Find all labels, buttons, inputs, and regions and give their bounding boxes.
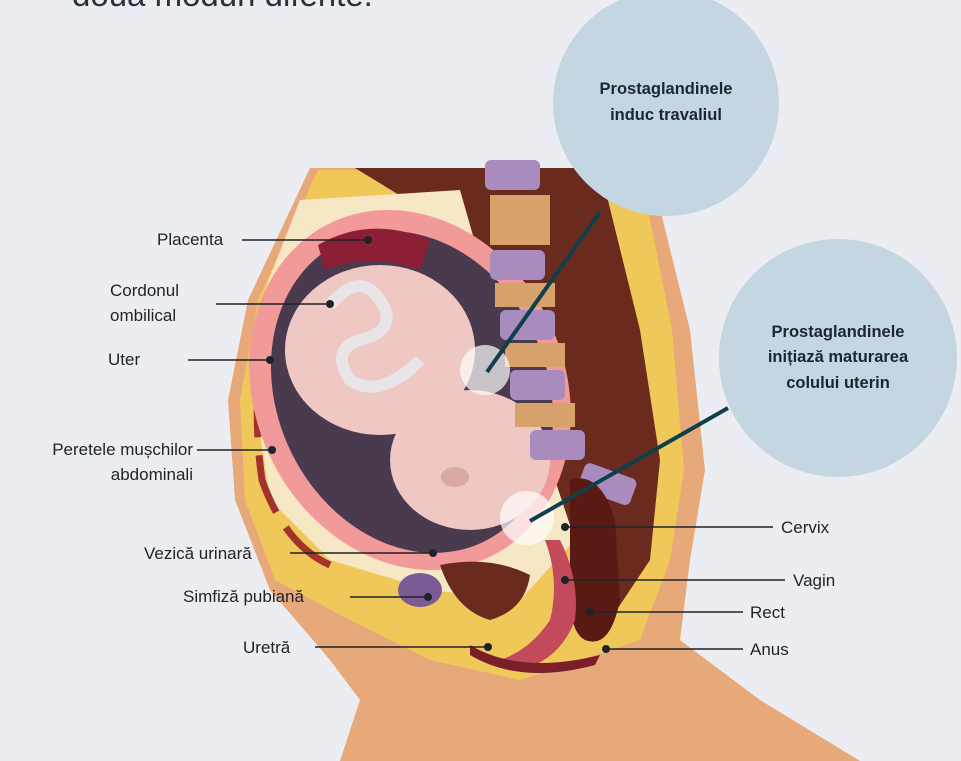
label-vagina: Vagin [793, 569, 835, 594]
bubble-induce-labor: Prostaglandinele induc travaliul [553, 0, 779, 216]
label-abdominal-wall: Peretele mușchilor abdominali [8, 438, 193, 487]
label-rectum: Rect [750, 601, 785, 626]
highlight-cervix [500, 491, 554, 545]
label-pubic-symphysis: Simfiză pubiană [183, 585, 304, 610]
label-uterus: Uter [108, 348, 140, 373]
label-umbilical-cord: Cordonul ombilical [110, 279, 179, 328]
label-anus: Anus [750, 638, 789, 663]
label-placenta: Placenta [157, 228, 223, 253]
label-bladder: Vezică urinară [144, 542, 252, 567]
fetus-ear [441, 467, 469, 487]
label-cervix: Cervix [781, 516, 829, 541]
pubic-symphysis [398, 573, 442, 607]
bubble-cervical-ripening: Prostaglandinele inițiază maturarea colu… [719, 239, 957, 477]
label-urethra: Uretră [243, 636, 290, 661]
